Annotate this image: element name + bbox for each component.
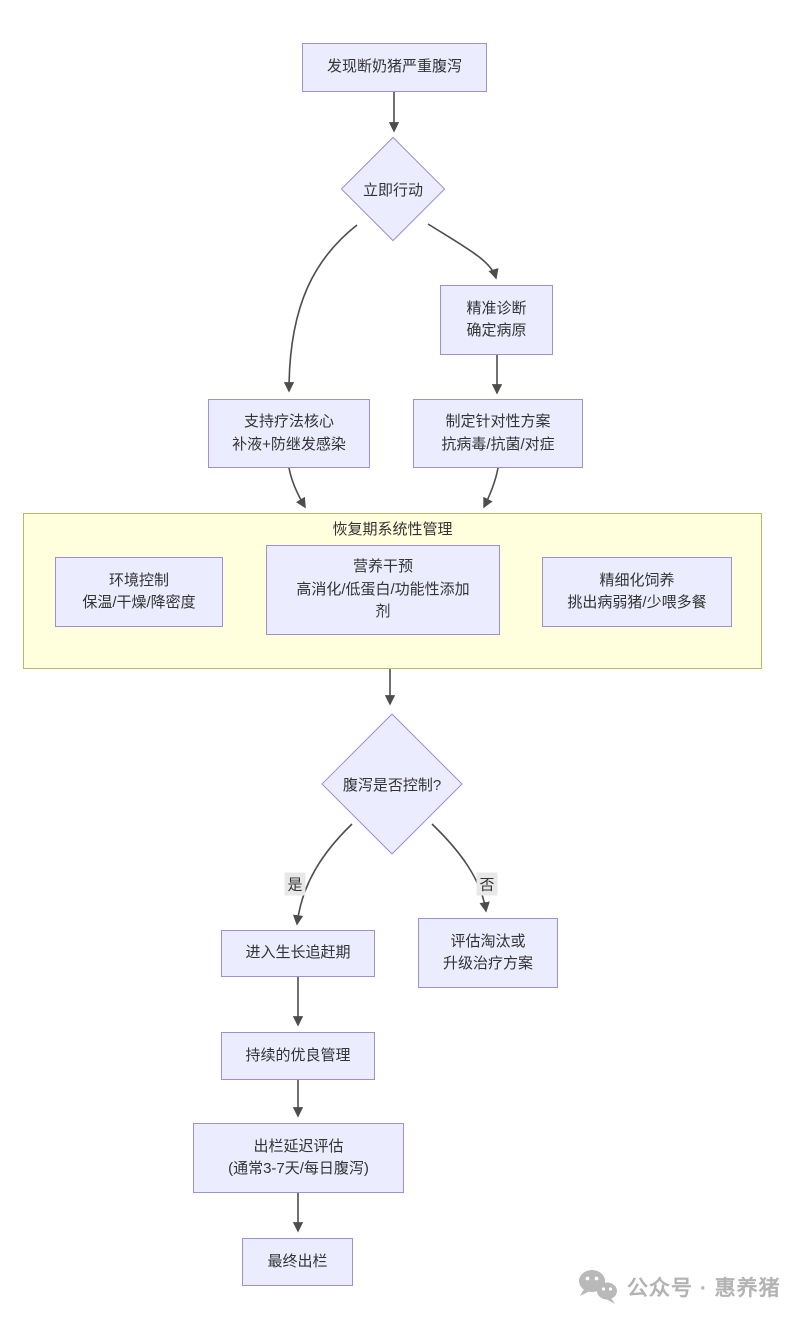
node-growth-catchup: 进入生长追赶期 (221, 930, 375, 977)
recovery-cluster-title: 恢复期系统性管理 (332, 521, 453, 538)
edge-act-now-to-support (283, 224, 358, 393)
node-refined-feeding: 精细化饲养 挑出病弱猪/少喂多餐 (542, 557, 732, 627)
decision-diarrhea-controlled-label: 腹泻是否控制? (342, 776, 442, 794)
node-final-market: 最终出栏 (242, 1238, 353, 1286)
wechat-official-account-icon (579, 1270, 617, 1304)
node-environment-control: 环境控制 保温/干燥/降密度 (55, 557, 223, 627)
node-good-management: 持续的优良管理 (221, 1032, 375, 1080)
edge-support-to-cluster (288, 467, 306, 509)
node-targeted-plan: 制定针对性方案 抗病毒/抗菌/对症 (413, 399, 583, 468)
node-diagnose: 精准诊断 确定病原 (440, 285, 553, 355)
node-evaluate-cull: 评估淘汰或 升级治疗方案 (418, 918, 558, 988)
watermark: 公众号 · 惠养猪 (576, 1268, 781, 1306)
node-start: 发现断奶猪严重腹泻 (302, 43, 487, 92)
edge-act-now-to-diagnose (427, 223, 499, 280)
edge-label-yes: 是 (284, 872, 306, 896)
edge-plan-to-cluster (483, 467, 499, 509)
edge-controlled-to-evaluate (431, 823, 490, 913)
node-delay-evaluation: 出栏延迟评估 (通常3-7天/每日腹泻) (193, 1123, 404, 1193)
node-nutrition-intervention: 营养干预 高消化/低蛋白/功能性添加 剂 (266, 545, 500, 635)
edge-label-no: 否 (476, 872, 498, 896)
node-supportive-therapy: 支持疗法核心 补液+防继发感染 (208, 399, 370, 468)
decision-act-now-label: 立即行动 (362, 181, 423, 199)
watermark-text: 公众号 · 惠养猪 (627, 1277, 781, 1300)
